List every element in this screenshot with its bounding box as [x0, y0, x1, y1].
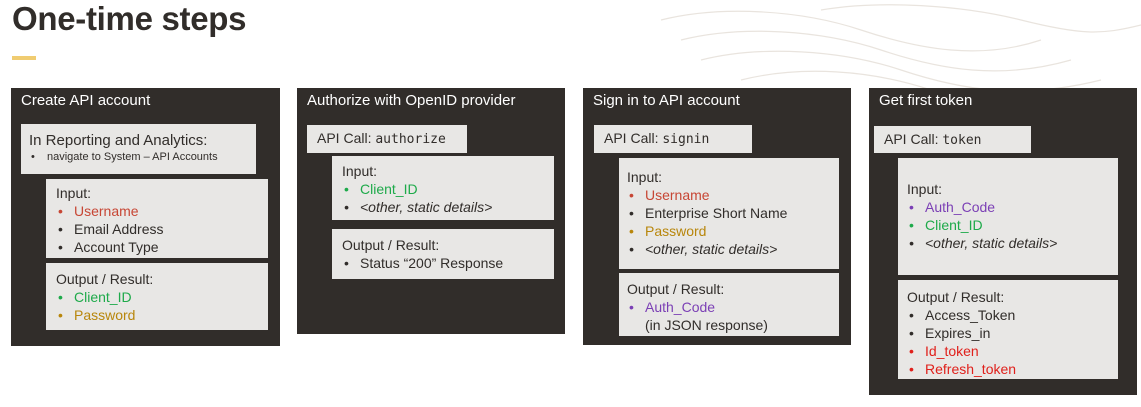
- api-call-name: authorize: [375, 132, 446, 147]
- api-call-box: API Call: authorize: [307, 125, 467, 153]
- api-call-name: token: [942, 133, 982, 148]
- input-item-other-details: <other, static details>: [342, 198, 544, 216]
- input-box: Input: Username Enterprise Short Name Pa…: [619, 158, 839, 269]
- input-item-enterprise-short-name: Enterprise Short Name: [627, 204, 831, 222]
- panel-title: Authorize with OpenID provider: [307, 92, 516, 109]
- input-label: Input:: [627, 169, 663, 185]
- api-call-label: API Call:: [604, 130, 663, 146]
- input-item-other-details: <other, static details>: [627, 240, 831, 258]
- input-item-password: Password: [627, 222, 831, 240]
- title-accent-bar: [12, 56, 36, 60]
- panel-title: Sign in to API account: [593, 92, 740, 109]
- input-label: Input:: [342, 163, 378, 179]
- output-box: Output / Result: Status “200” Response: [332, 229, 554, 279]
- output-item-id-token: Id_token: [907, 342, 1109, 360]
- output-item-expires-in: Expires_in: [907, 324, 1109, 342]
- api-call-name: signin: [662, 132, 710, 147]
- page-title: One-time steps: [12, 0, 247, 37]
- panel-create-api-account: Create API account In Reporting and Anal…: [11, 88, 280, 346]
- output-label: Output / Result:: [56, 271, 154, 287]
- api-call-box: API Call: signin: [594, 125, 752, 153]
- input-item-other-details: <other, static details>: [907, 234, 1109, 252]
- output-item-password: Password: [56, 306, 258, 324]
- api-call-label: API Call:: [884, 131, 943, 147]
- output-item-json-note: (in JSON response): [645, 317, 768, 333]
- input-item-account-type: Account Type: [56, 238, 258, 256]
- output-item-refresh-token: Refresh_token: [907, 360, 1109, 378]
- panel-authorize-openid: Authorize with OpenID provider API Call:…: [297, 88, 565, 334]
- input-item-username: Username: [56, 202, 258, 220]
- output-item-client-id: Client_ID: [56, 288, 258, 306]
- panel-sign-in-api-account: Sign in to API account API Call: signin …: [583, 88, 851, 345]
- output-item-auth-code: Auth_Code: [627, 298, 831, 316]
- input-item-auth-code: Auth_Code: [907, 198, 1109, 216]
- output-label: Output / Result:: [907, 289, 1005, 305]
- output-label: Output / Result:: [627, 281, 725, 297]
- context-box: In Reporting and Analytics: navigate to …: [21, 124, 256, 174]
- input-item-client-id: Client_ID: [342, 180, 544, 198]
- output-label: Output / Result:: [342, 237, 440, 253]
- context-title: In Reporting and Analytics:: [29, 132, 208, 149]
- panel-title: Get first token: [879, 92, 973, 109]
- input-label: Input:: [56, 185, 92, 201]
- input-box: Input: Client_ID <other, static details>: [332, 156, 554, 220]
- input-box: Input: Auth_Code Client_ID <other, stati…: [898, 158, 1118, 275]
- output-item-access-token: Access_Token: [907, 306, 1109, 324]
- output-box: Output / Result: Access_Token Expires_in…: [898, 280, 1118, 379]
- context-item: navigate to System – API Accounts: [29, 150, 248, 164]
- panel-get-first-token: Get first token API Call: token Input: A…: [869, 88, 1137, 395]
- input-item-email: Email Address: [56, 220, 258, 238]
- api-call-label: API Call:: [317, 130, 376, 146]
- api-call-box: API Call: token: [874, 126, 1031, 153]
- input-item-username: Username: [627, 186, 831, 204]
- input-box: Input: Username Email Address Account Ty…: [46, 179, 268, 258]
- panel-title: Create API account: [21, 92, 151, 109]
- output-item-status: Status “200” Response: [342, 254, 544, 272]
- output-box: Output / Result: Client_ID Password: [46, 263, 268, 330]
- input-item-client-id: Client_ID: [907, 216, 1109, 234]
- output-box: Output / Result: Auth_Code (in JSON resp…: [619, 273, 839, 336]
- input-label: Input:: [907, 181, 943, 197]
